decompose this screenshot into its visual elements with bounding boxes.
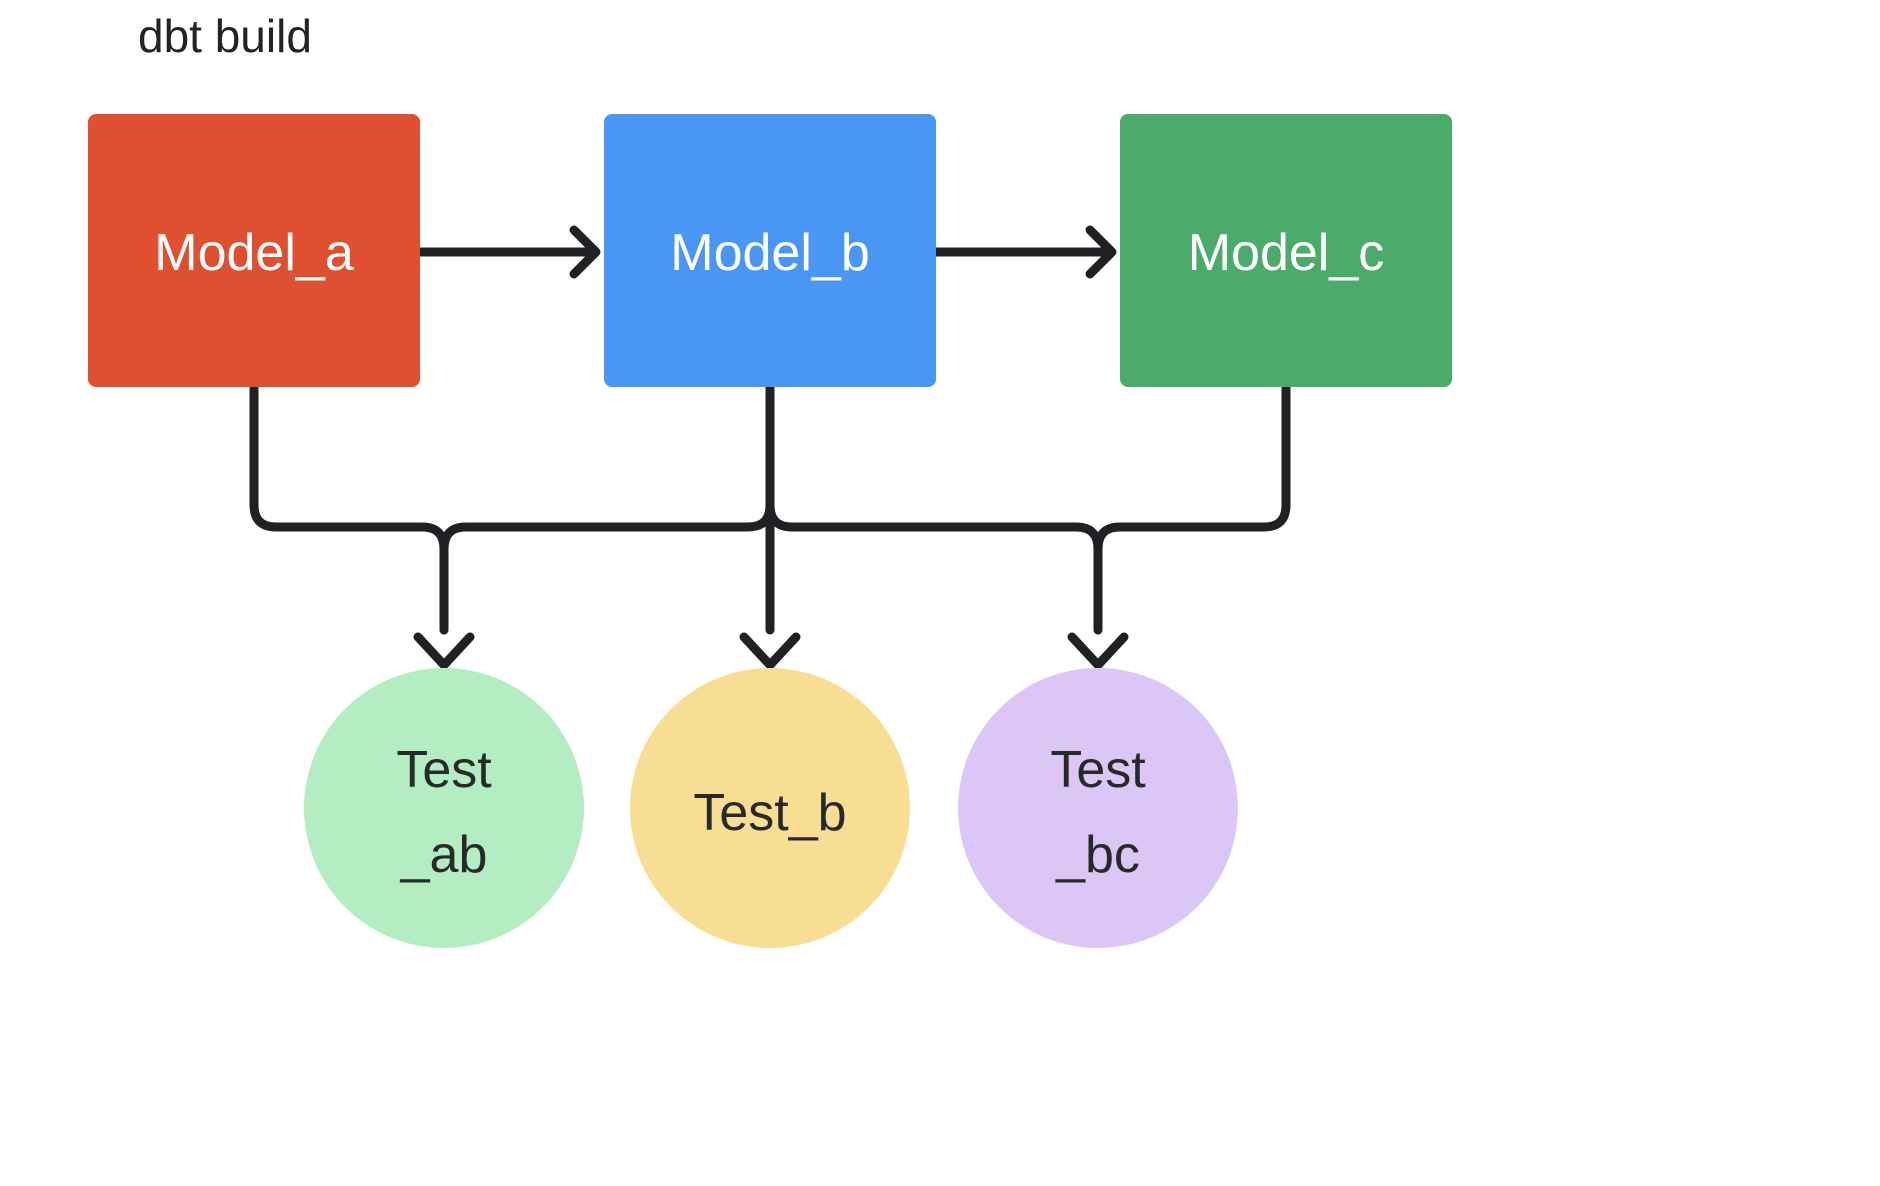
node-model-a-label: Model_a [154,224,354,282]
node-model-c-shape [1120,114,1452,387]
node-test-bc-shape [958,668,1238,948]
node-test-ab-shape [304,668,584,948]
node-model-c-label: Model_c [1188,224,1385,282]
edge-model-a-to-test-ab [249,382,475,670]
node-test-ab-label-line2: _ab [400,826,488,884]
edge-model-b-to-test-ab [439,382,775,635]
node-test-b-label-line1: Test_b [693,784,846,842]
edge-model-b-to-model-c [931,225,1117,279]
edge-model-b-to-test-bc [765,382,1129,670]
node-test-bc[interactable]: Test _bc [958,668,1238,948]
node-model-c[interactable]: Model_c [1120,114,1452,387]
node-test-b-shape [630,668,910,948]
edge-model-c-to-test-bc [1093,382,1291,635]
node-test-ab[interactable]: Test _ab [304,668,584,948]
node-model-b-shape [604,114,936,387]
node-test-ab-label-line1: Test [396,741,492,799]
node-model-a-shape [88,114,420,387]
node-model-a[interactable]: Model_a [88,114,420,387]
diagram-title: dbt build [138,10,312,62]
node-model-b[interactable]: Model_b [604,114,936,387]
node-test-bc-label-line2: _bc [1055,826,1140,884]
node-model-b-label: Model_b [670,224,869,282]
node-test-b[interactable]: Test_b [630,668,910,948]
edge-model-a-to-model-b [415,225,601,279]
node-test-bc-label-line1: Test [1050,741,1146,799]
